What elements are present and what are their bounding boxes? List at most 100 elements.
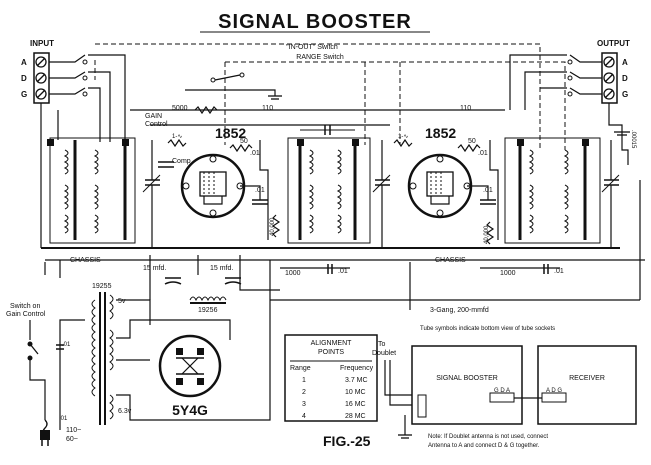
note-line1: Note: If Doublet antenna is not used, co… [428,434,548,440]
gang-capacitor-label: 3-Gang, 200-mmfd [430,307,489,314]
hookup-booster-label: SIGNAL BOOSTER [436,375,498,382]
note-line2: Antenna to A and connect D & G together. [428,443,540,449]
rectifier-tube-5y4g [158,334,222,398]
resistor-50-a [229,143,253,153]
filter-cap-2 [224,277,242,285]
cap-01-f [543,264,549,274]
resistor-40000-b [485,221,495,245]
alignment-row-4-frequency: 28 MC [345,413,366,420]
resistor-40000-b-value: 40,000 [484,225,490,244]
switch-linkage [94,43,566,150]
tuning-capacitor-1 [142,140,161,248]
signal-booster-box [411,345,523,425]
alignment-row-1-frequency: 3.7 MC [345,377,368,384]
cap-15-b-value: 15 mfd. [210,265,233,272]
power-switch-label-line2: Gain Control [6,311,46,318]
alignment-header-frequency: Frequency [340,365,374,372]
output-switch-wiring [509,54,630,136]
output-terminal-g [603,88,615,100]
input-label: INPUT [30,39,54,48]
filter-choke [189,296,227,302]
figure-label: FIG.-25 [323,433,371,449]
resistor-50-a-value: 50 [240,138,248,145]
choke-19256-label: 19256 [198,307,218,314]
receiver-box [537,345,637,425]
tuning-capacitor-2 [372,140,391,248]
comp-capacitor [158,161,174,168]
mains-label-line2: 60~ [66,436,78,443]
cap-01-g-value: .01 [59,416,68,422]
alignment-row-3-range: 3 [302,401,306,408]
resistor-110-a-value: 110 [262,105,273,112]
output-a-label: A [622,58,628,67]
alignment-title-line2: POINTS [318,349,344,356]
to-doublet-line2: Doublet [372,350,396,357]
resistor-40000-a [271,214,281,238]
tube-2-plate-lead [467,185,489,200]
resistor-50-b-value: 50 [468,138,476,145]
alignment-row-1-range: 1 [302,377,306,384]
stage-1-plate-wire [259,140,269,240]
alignment-row-4-range: 4 [302,413,306,420]
in-out-switch-label: "IN-OUT" Switch [286,44,338,51]
input-terminal-g [35,88,47,100]
power-transformer [91,292,114,425]
cap-00015-value: .00015 [630,130,636,149]
alignment-row-2-range: 2 [302,389,306,396]
alignment-row-2-frequency: 10 MC [345,389,366,396]
cap-15-a-value: 15 mfd. [143,265,166,272]
five-volt-winding-label: 5v [118,298,126,305]
cap-01-f-value: .01 [554,268,564,275]
alignment-table [284,334,378,422]
input-terminal-d [35,72,47,84]
six-volt-winding-label: 6.3v [118,408,132,415]
output-label: OUTPUT [597,39,630,48]
input-d-label: D [21,74,27,83]
tube-socket-note: Tube symbols indicate bottom view of tub… [420,326,555,332]
tube-2-1852 [407,153,473,219]
resistor-1-b-value: 1-∿ [398,134,408,140]
input-a-label: A [21,58,27,67]
cap-01-a-value: .01 [250,150,260,157]
rectifier-label: 5Y4G [172,402,208,418]
booster-terminals: G D A [494,388,510,394]
bottom-wiring [44,180,645,310]
filter-cap-1 [164,277,182,285]
resistor-1000-b-value: 1000 [500,270,516,277]
output-coil-assembly [504,137,601,244]
tuning-capacitor-3 [601,140,620,248]
range-switch-label: RANGE Switch [296,54,344,61]
resistor-1000-a-value: 1000 [285,270,301,277]
power-switch-label-line1: Switch on [10,303,40,310]
output-coupling-wire [621,132,629,165]
resistor-1-a-value: 1-∿ [172,134,182,140]
tube-1-label: 1852 [215,125,246,141]
mains-cap-value: .01 [62,342,71,348]
power-switch [27,320,61,430]
gain-resistor [194,105,218,115]
comp-label: Comp [172,158,191,165]
power-plug [40,419,50,446]
doublet-leadin [384,360,418,439]
gain-label-line2: Control [145,121,168,128]
input-switch-wiring [40,54,126,248]
resistor-110-b-value: 110 [460,105,471,112]
tube-2-label: 1852 [425,125,456,141]
diagram-title: SIGNAL BOOSTER [218,11,412,33]
tube-1-1852 [180,153,246,219]
cap-01-e [327,264,333,274]
resistor-50-b [457,143,481,153]
cap-01-c-value: .01 [478,150,488,157]
input-g-label: G [21,90,27,99]
output-terminal-d [603,72,615,84]
resistor-1-b [393,138,413,148]
output-d-label: D [622,74,628,83]
output-terminal-a [603,56,615,68]
alignment-row-3-frequency: 16 MC [345,401,366,408]
hookup-receiver-label: RECEIVER [569,375,605,382]
output-g-label: G [622,90,628,99]
mains-cap-01 [56,344,64,350]
mains-label-line1: 110~ [66,427,81,434]
